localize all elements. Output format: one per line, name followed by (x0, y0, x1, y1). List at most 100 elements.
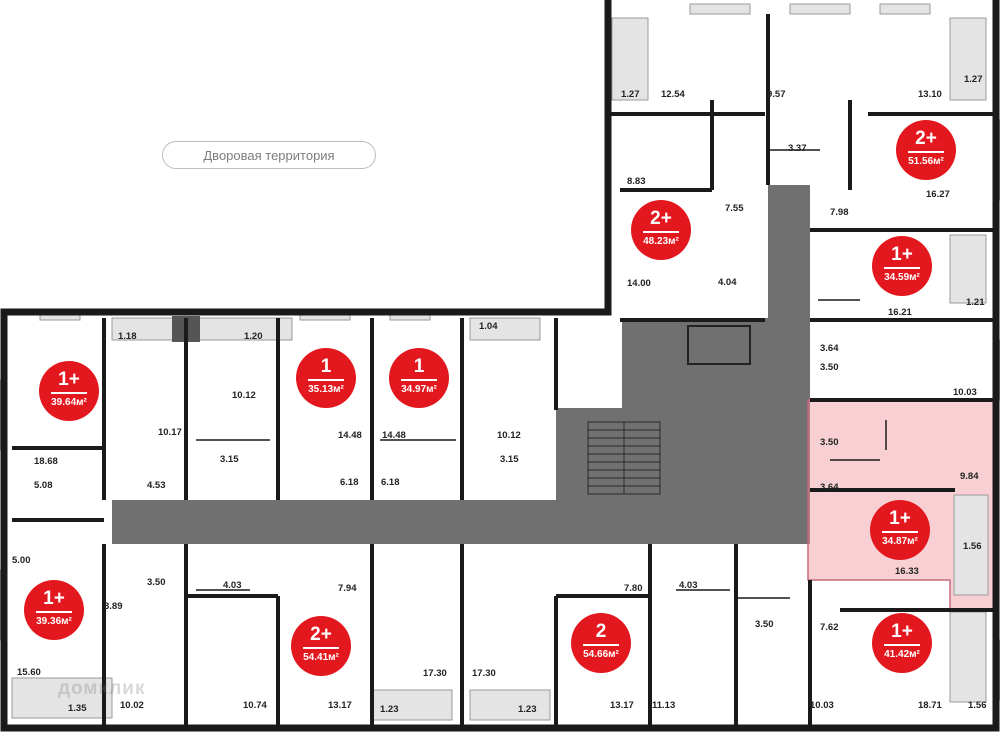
apartment-type: 1+ (889, 508, 911, 529)
apartment-type: 2+ (915, 128, 937, 149)
room-area-label: 14.48 (382, 430, 406, 441)
room-area-label: 4.04 (718, 277, 737, 288)
apartment-area: 51.56м² (908, 155, 944, 167)
room-area-label: 7.62 (820, 622, 839, 633)
apartment-area: 34.59м² (884, 271, 920, 283)
badge-divider (308, 379, 344, 381)
room-area-label: 3.15 (220, 454, 239, 465)
room-area-label: 10.03 (810, 700, 834, 711)
room-area-label: 3.89 (104, 601, 123, 612)
apartment-badge[interactable]: 1+ 34.59м² (872, 236, 932, 296)
staircase (587, 421, 661, 495)
room-area-label: 1.27 (964, 74, 983, 85)
room-area-label: 1.56 (963, 541, 982, 552)
room-area-label: 13.17 (610, 700, 634, 711)
room-area-label: 10.02 (120, 700, 144, 711)
room-area-label: 7.98 (830, 207, 849, 218)
room-area-label: 3.50 (147, 577, 166, 588)
apartment-type: 1+ (891, 244, 913, 265)
badge-divider (51, 392, 87, 394)
badge-divider (908, 151, 944, 153)
room-area-label: 1.21 (966, 297, 985, 308)
room-area-label: 7.94 (338, 583, 357, 594)
apartment-area: 54.66м² (583, 648, 619, 660)
room-area-label: 5.08 (34, 480, 53, 491)
room-area-label: 5.00 (12, 555, 31, 566)
room-area-label: 13.17 (328, 700, 352, 711)
room-area-label: 6.18 (340, 477, 359, 488)
badge-divider (643, 231, 679, 233)
corridor (112, 185, 810, 544)
room-area-label: 1.56 (968, 700, 987, 711)
room-area-label: 17.30 (423, 668, 447, 679)
room-area-label: 18.71 (918, 700, 942, 711)
apartment-area: 34.97м² (401, 383, 437, 395)
room-area-label: 12.54 (661, 89, 685, 100)
room-area-label: 3.64 (820, 482, 839, 493)
room-area-label: 1.23 (518, 704, 537, 715)
room-area-label: 4.03 (679, 580, 698, 591)
room-area-label: 1.20 (244, 331, 263, 342)
room-area-label: 15.60 (17, 667, 41, 678)
partitions (196, 149, 887, 599)
apartment-area: 48.23м² (643, 235, 679, 247)
room-area-label: 6.18 (381, 477, 400, 488)
room-area-label: 7.55 (725, 203, 744, 214)
apartment-type: 2+ (650, 208, 672, 229)
room-area-label: 10.17 (158, 427, 182, 438)
room-area-label: 16.33 (895, 566, 919, 577)
room-area-label: 1.18 (118, 331, 137, 342)
room-area-label: 3.37 (788, 143, 807, 154)
apartment-type: 1+ (891, 621, 913, 642)
apartment-type: 2 (595, 621, 607, 642)
room-area-label: 4.53 (147, 480, 166, 491)
apartment-badge[interactable]: 1+ 39.64м² (39, 361, 99, 421)
apartment-area: 35.13м² (308, 383, 344, 395)
badge-divider (884, 644, 920, 646)
room-area-label: 7.80 (624, 583, 643, 594)
room-area-label: 13.10 (918, 89, 942, 100)
badge-divider (583, 644, 619, 646)
apartment-badge[interactable]: 1+ 34.87м² (870, 500, 930, 560)
room-area-label: 10.12 (232, 390, 256, 401)
room-area-label: 3.50 (820, 437, 839, 448)
room-area-label: 3.15 (500, 454, 519, 465)
apartment-badge[interactable]: 2+ 54.41м² (291, 616, 351, 676)
room-area-label: 1.04 (479, 321, 498, 332)
room-area-label: 14.00 (627, 278, 651, 289)
apartment-badge[interactable]: 2+ 51.56м² (896, 120, 956, 180)
apartment-area: 39.64м² (51, 396, 87, 408)
room-area-label: 10.74 (243, 700, 267, 711)
room-area-label: 9.84 (960, 471, 979, 482)
badge-divider (36, 611, 72, 613)
interior-walls (12, 14, 996, 728)
room-area-label: 9.57 (767, 89, 786, 100)
room-area-label: 11.13 (652, 700, 676, 711)
room-area-label: 16.21 (888, 307, 912, 318)
badge-divider (401, 379, 437, 381)
apartment-area: 39.36м² (36, 615, 72, 627)
room-area-label: 1.35 (68, 703, 87, 714)
badge-divider (303, 647, 339, 649)
apartment-badge[interactable]: 1+ 41.42м² (872, 613, 932, 673)
apartment-type: 1+ (43, 588, 65, 609)
apartment-badge[interactable]: 1+ 39.36м² (24, 580, 84, 640)
apartment-area: 34.87м² (882, 535, 918, 547)
apartment-area: 54.41м² (303, 651, 339, 663)
elevator-shaft (687, 325, 751, 365)
apartment-area: 41.42м² (884, 648, 920, 660)
apartment-type: 2+ (310, 624, 332, 645)
apartment-type: 1 (320, 356, 332, 377)
apartment-badge[interactable]: 1 35.13м² (296, 348, 356, 408)
room-area-label: 3.50 (755, 619, 774, 630)
badge-divider (884, 267, 920, 269)
apartment-badge[interactable]: 2+ 48.23м² (631, 200, 691, 260)
apartment-badge[interactable]: 2 54.66м² (571, 613, 631, 673)
room-area-label: 3.50 (820, 362, 839, 373)
room-area-label: 1.27 (621, 89, 640, 100)
apartment-type: 1+ (58, 369, 80, 390)
